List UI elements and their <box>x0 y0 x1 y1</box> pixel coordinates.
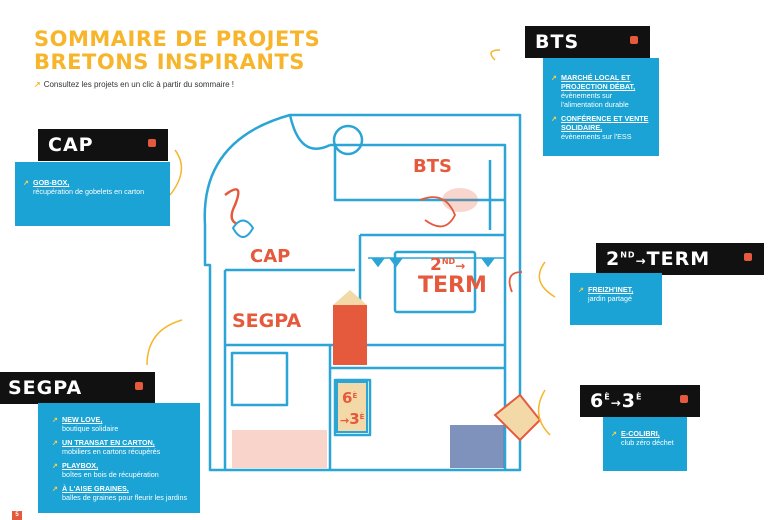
label-bts-text: BTS <box>535 31 580 53</box>
scene-college-num-bottom: 3 <box>349 410 359 428</box>
project-desc: récupération de gobelets en carton <box>33 187 145 196</box>
subtitle-text: Consultez les projets en un clic à parti… <box>43 80 235 89</box>
coral-square-icon <box>744 253 752 261</box>
label-term-sup: ND <box>620 250 636 260</box>
list-item: ↗ FREIZH'INET, jardin partagé <box>578 285 654 303</box>
panel-cap: ↗ GOB-BOX, récupération de gobelets en c… <box>15 162 170 226</box>
label-college-num2: 3 <box>621 390 636 412</box>
panel-2nd-term: ↗ FREIZH'INET, jardin partagé <box>570 273 662 325</box>
scene-college-sup-top: È <box>352 391 357 400</box>
scene-term-arrow: → <box>455 259 465 273</box>
pencil-shape <box>333 305 367 365</box>
scene-label-cap: CAP <box>250 246 290 267</box>
project-desc: balles de graines pour fleurir les jardi… <box>62 493 188 502</box>
scene-college-arrow: → <box>340 414 349 427</box>
page-number: 5 <box>12 511 22 520</box>
building-outline <box>203 113 522 472</box>
project-link-gob-box[interactable]: GOB-BOX, <box>33 178 70 187</box>
label-college-text: 6È→3È <box>590 390 642 412</box>
coral-square-icon <box>135 382 143 390</box>
coral-square-icon <box>680 395 688 403</box>
panel-6e-3e: ↗ E-COLIBRI, club zéro déchet <box>603 417 687 471</box>
scene-label-college-bottom: →3È <box>340 410 365 428</box>
arrow-icon: ↗ <box>551 73 558 82</box>
label-college-sup2: È <box>636 392 643 402</box>
panel-segpa: ↗ NEW LOVE, boutique solidaire ↗ UN TRAN… <box>38 403 200 513</box>
page-title: SOMMAIRE DE PROJETS BRETONS INSPIRANTS <box>34 27 321 74</box>
scene-college-sup-bottom: È <box>360 412 365 421</box>
arrow-icon: ↗ <box>52 415 59 424</box>
project-desc: mobiliers en cartons récupérés <box>62 447 161 456</box>
label-cap[interactable]: CAP <box>38 129 168 161</box>
project-desc: boutique solidaire <box>62 424 119 433</box>
label-cap-text: CAP <box>48 134 94 156</box>
label-college-num1: 6 <box>590 390 605 412</box>
coral-square-icon <box>148 139 156 147</box>
project-desc: évènements sur l'alimentation durable <box>561 91 629 109</box>
arrow-icon: ↗ <box>611 429 618 438</box>
scene-college-num-top: 6 <box>342 389 352 407</box>
arrow-icon: ↗ <box>578 285 585 294</box>
project-desc: évènements sur l'ESS <box>561 132 632 141</box>
list-item: ↗ GOB-BOX, récupération de gobelets en c… <box>23 178 162 196</box>
page-subtitle: ↗Consultez les projets en un clic à part… <box>34 80 234 89</box>
scene-label-term: TERM <box>418 273 487 298</box>
scene-term-num: 2 <box>430 255 442 275</box>
coral-square-icon <box>630 36 638 44</box>
label-segpa[interactable]: SEGPA <box>0 372 155 404</box>
label-2nd-term[interactable]: 2ND→TERM <box>596 243 764 275</box>
list-item: ↗ MARCHÉ LOCAL ET PROJECTION DÉBAT, évèn… <box>551 73 651 109</box>
project-link-freizhinet[interactable]: FREIZH'INET, <box>588 285 634 294</box>
project-link-marche[interactable]: MARCHÉ LOCAL ET PROJECTION DÉBAT, <box>561 73 636 91</box>
label-college-arrow: → <box>610 396 622 410</box>
project-link-e-colibri[interactable]: E-COLIBRI, <box>621 429 660 438</box>
scene-term-sup: ND <box>442 257 456 266</box>
arrow-icon: ↗ <box>23 178 30 187</box>
label-college-sup1: È <box>604 392 611 402</box>
list-item: ↗ À L'AISE GRAINES, balles de graines po… <box>52 484 192 502</box>
label-6e-3e[interactable]: 6È→3È <box>580 385 700 417</box>
label-bts[interactable]: BTS <box>525 26 650 58</box>
project-link-transat[interactable]: UN TRANSAT EN CARTON, <box>62 438 155 447</box>
project-desc: club zéro déchet <box>621 438 674 447</box>
scene-label-college-top: 6È <box>342 389 357 407</box>
label-segpa-text: SEGPA <box>8 377 83 399</box>
arrow-icon: ↗ <box>34 80 41 89</box>
list-item: ↗ PLAYBOX, boîtes en bois de récupératio… <box>52 461 192 479</box>
arrow-icon: ↗ <box>52 484 59 493</box>
arrow-icon: ↗ <box>551 114 558 123</box>
project-link-new-love[interactable]: NEW LOVE, <box>62 415 103 424</box>
project-link-conference[interactable]: CONFÉRENCE ET VENTE SOLIDAIRE, <box>561 114 649 132</box>
scene-label-term-top: 2ND→ <box>430 255 465 275</box>
project-desc: boîtes en bois de récupération <box>62 470 159 479</box>
project-link-playbox[interactable]: PLAYBOX, <box>62 461 99 470</box>
label-term-text: 2ND→TERM <box>606 248 710 270</box>
label-term-arrow: → <box>635 254 647 268</box>
list-item: ↗ NEW LOVE, boutique solidaire <box>52 415 192 433</box>
project-link-aise-graines[interactable]: À L'AISE GRAINES, <box>62 484 129 493</box>
arrow-icon: ↗ <box>52 438 59 447</box>
arrow-icon: ↗ <box>52 461 59 470</box>
label-term-num: 2 <box>606 248 621 270</box>
panel-bts: ↗ MARCHÉ LOCAL ET PROJECTION DÉBAT, évèn… <box>543 58 659 156</box>
scene-label-bts: BTS <box>413 156 452 177</box>
list-item: ↗ CONFÉRENCE ET VENTE SOLIDAIRE, évèneme… <box>551 114 651 141</box>
scene-label-segpa: SEGPA <box>232 310 301 332</box>
list-item: ↗ UN TRANSAT EN CARTON, mobiliers en car… <box>52 438 192 456</box>
list-item: ↗ E-COLIBRI, club zéro déchet <box>611 429 681 447</box>
label-term-post: TERM <box>646 248 711 270</box>
project-desc: jardin partagé <box>588 294 632 303</box>
